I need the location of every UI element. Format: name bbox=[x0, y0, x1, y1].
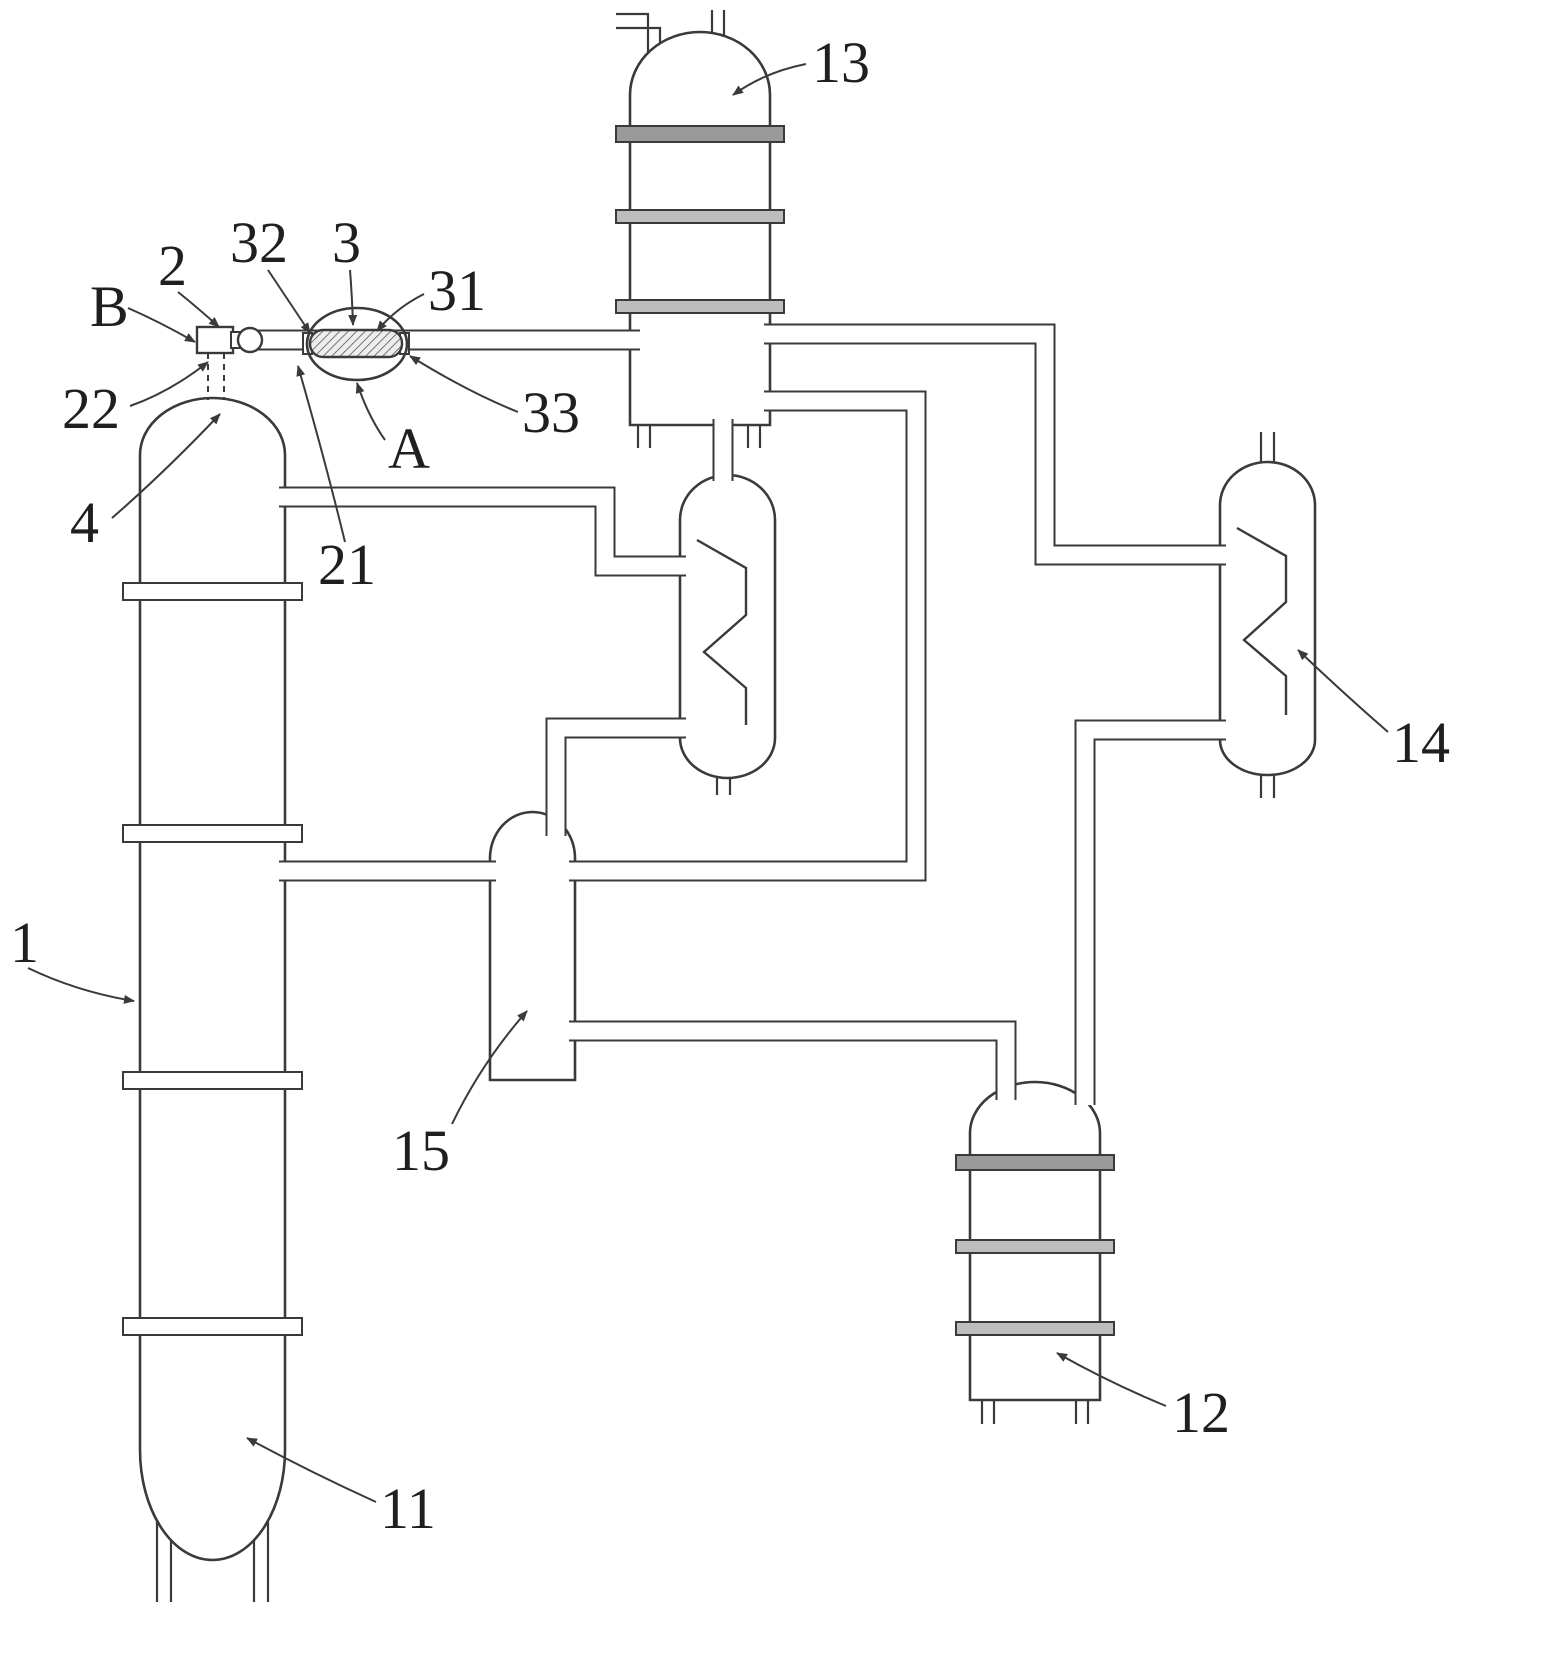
vessel12-band-2 bbox=[955, 1239, 1115, 1254]
leader-3 bbox=[348, 269, 358, 326]
leader-13 bbox=[732, 63, 807, 96]
leader-22 bbox=[129, 361, 209, 407]
leader-15 bbox=[451, 1010, 528, 1125]
label-3: 3 bbox=[332, 210, 361, 275]
tank-15 bbox=[488, 810, 577, 1082]
column13-band-3 bbox=[615, 299, 785, 314]
label-B: B bbox=[90, 274, 129, 339]
column1-band-3 bbox=[122, 1071, 303, 1090]
center-heat-exchanger bbox=[678, 473, 777, 780]
label-21: 21 bbox=[318, 532, 376, 597]
column13-band-1 bbox=[615, 125, 785, 143]
vessel14-baffle-zigzag bbox=[1236, 526, 1288, 715]
column1-band-1 bbox=[122, 582, 303, 601]
reference-labels: B 2 32 3 31 22 33 A 4 21 1 11 13 14 15 1… bbox=[10, 30, 1450, 1541]
valve-body bbox=[195, 325, 235, 355]
label-14: 14 bbox=[1392, 710, 1450, 775]
detail-circle-A bbox=[305, 306, 409, 382]
leader-12 bbox=[1056, 1352, 1167, 1407]
leader-21 bbox=[296, 365, 346, 543]
valve-wheel bbox=[236, 326, 264, 354]
vessel12-band-3 bbox=[955, 1321, 1115, 1336]
vessel12-band-1 bbox=[955, 1154, 1115, 1171]
leader-lines bbox=[27, 63, 1389, 1503]
column1-band-2 bbox=[122, 824, 303, 843]
flange-bands bbox=[122, 125, 1115, 1336]
leader-32 bbox=[267, 269, 311, 334]
pipe-column13-to-tank15 bbox=[569, 390, 927, 882]
column-13 bbox=[628, 30, 772, 427]
pipe-exchanger-to-tank15 bbox=[545, 717, 686, 836]
label-32: 32 bbox=[230, 210, 288, 275]
leader-4 bbox=[111, 413, 221, 519]
label-12: 12 bbox=[1172, 1380, 1230, 1445]
leader-31 bbox=[376, 293, 425, 332]
label-A: A bbox=[388, 416, 430, 481]
column13-vent-elbow bbox=[616, 12, 662, 52]
inline-mixing-element bbox=[308, 328, 404, 359]
label-4: 4 bbox=[70, 490, 99, 555]
hidden-riser-4 bbox=[207, 353, 225, 400]
label-13: 13 bbox=[812, 30, 870, 95]
leader-2 bbox=[177, 291, 220, 328]
column13-band-2 bbox=[615, 209, 785, 224]
valve-assembly bbox=[195, 325, 264, 400]
pipe-column1-to-exchanger bbox=[279, 486, 686, 577]
vessels bbox=[138, 30, 1317, 1562]
leader-A bbox=[355, 382, 386, 441]
label-1: 1 bbox=[10, 910, 39, 975]
pipe-tank15-to-tank12 bbox=[569, 1020, 1017, 1100]
piping bbox=[258, 323, 1226, 1105]
main-column-1 bbox=[138, 396, 287, 1562]
pipe-tank12-to-exchanger14 bbox=[1074, 719, 1226, 1105]
leader-1 bbox=[27, 967, 135, 1004]
leader-11 bbox=[246, 1437, 377, 1503]
label-15: 15 bbox=[392, 1118, 450, 1183]
detail-A bbox=[302, 306, 410, 382]
column1-band-4 bbox=[122, 1317, 303, 1336]
label-33: 33 bbox=[522, 380, 580, 445]
leader-B bbox=[127, 307, 196, 343]
label-11: 11 bbox=[380, 1476, 436, 1541]
leader-14 bbox=[1297, 649, 1389, 733]
pipe-column13-to-exchanger14 bbox=[764, 323, 1226, 566]
label-31: 31 bbox=[428, 258, 486, 323]
label-2: 2 bbox=[158, 233, 187, 298]
label-22: 22 bbox=[62, 376, 120, 441]
internal-baffles bbox=[696, 526, 1288, 725]
exchanger-baffle-zigzag bbox=[696, 538, 748, 725]
leader-33 bbox=[409, 355, 519, 413]
